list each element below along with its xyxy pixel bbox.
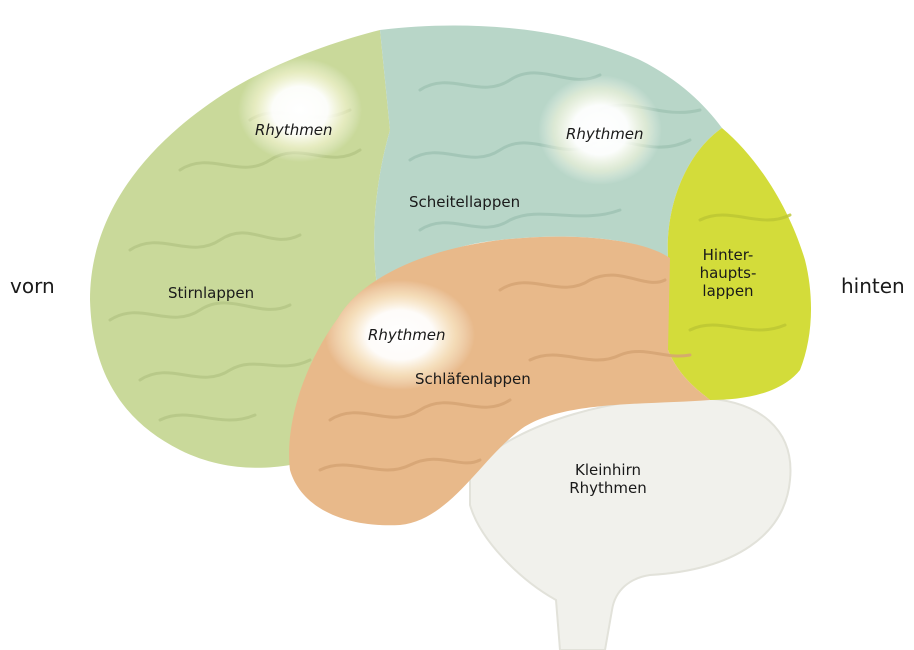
occipital-label-line-1: Hinter-	[693, 246, 763, 264]
rhythm-glow-frontal	[238, 58, 362, 162]
occipital-label-line-2: haupts-	[693, 264, 763, 282]
occipital-label-line-3: lappen	[693, 282, 763, 300]
cerebellum-region	[470, 398, 790, 650]
temporal-rhythm-label: Rhythmen	[368, 326, 446, 344]
temporal-lobe-label: Schläfenlappen	[415, 370, 531, 388]
occipital-lobe-label: Hinter- haupts- lappen	[693, 246, 763, 300]
direction-back-label: hinten	[841, 274, 905, 298]
frontal-rhythm-label: Rhythmen	[255, 121, 333, 139]
parietal-lobe-label: Scheitellappen	[409, 193, 520, 211]
direction-front-label: vorn	[10, 274, 55, 298]
cerebellum-label: Kleinhirn Rhythmen	[558, 461, 658, 497]
cerebellum-name: Kleinhirn	[558, 461, 658, 479]
cerebellum-rhythm-label: Rhythmen	[558, 479, 658, 497]
parietal-rhythm-label: Rhythmen	[566, 125, 644, 143]
frontal-lobe-label: Stirnlappen	[168, 284, 254, 302]
